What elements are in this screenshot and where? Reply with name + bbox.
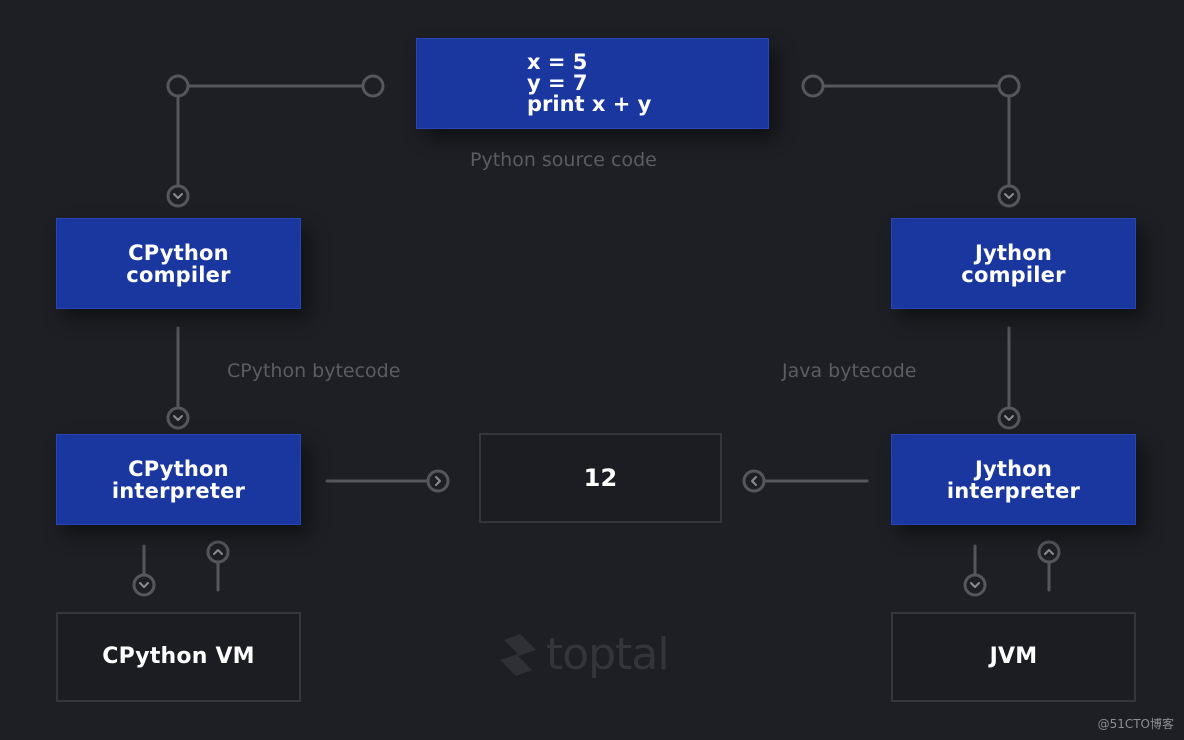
arrow-right-icon <box>426 469 450 493</box>
connector-source-to-jython-compiler <box>811 84 1011 198</box>
arrow-down-icon <box>166 406 190 430</box>
connector-source-to-cpython-compiler <box>176 84 375 198</box>
arrow-up-icon <box>1037 540 1061 564</box>
jython-compiler-box: Jython compiler <box>891 218 1136 309</box>
cpython-vm-box: CPython VM <box>56 612 301 702</box>
node-label: CPython interpreter <box>111 456 246 503</box>
arrow-down-icon <box>997 406 1021 430</box>
jython-interpreter-box: Jython interpreter <box>891 434 1136 525</box>
arrow-left-icon <box>742 469 766 493</box>
python-source-code-box: x = 5 y = 7 print x + y <box>416 38 769 129</box>
caption-python-source-code: Python source code <box>470 149 657 171</box>
watermark: @51CTO博客 <box>1097 717 1174 731</box>
arrow-down-icon <box>963 573 987 597</box>
result-box: 12 <box>479 433 722 523</box>
toptal-logo-icon <box>500 634 536 676</box>
node-label: CPython VM <box>102 644 255 669</box>
node-label: CPython compiler <box>126 240 231 287</box>
source-line: x = 5 <box>527 50 588 74</box>
source-line: print x + y <box>527 92 652 116</box>
wire-joint-dot <box>997 74 1021 98</box>
caption-java-bytecode: Java bytecode <box>782 360 917 382</box>
result-value: 12 <box>583 464 618 492</box>
arrow-down-icon <box>166 184 190 208</box>
caption-cpython-bytecode: CPython bytecode <box>227 360 401 382</box>
brand-name: toptal <box>546 628 670 680</box>
arrow-up-icon <box>206 540 230 564</box>
arrow-down-icon <box>132 573 156 597</box>
wire-joint-dot <box>361 74 385 98</box>
wire-joint-dot <box>166 74 190 98</box>
jvm-box: JVM <box>891 612 1136 702</box>
source-code-block: x = 5 y = 7 print x + y <box>527 52 651 115</box>
node-label: JVM <box>989 644 1038 669</box>
arrow-down-icon <box>997 184 1021 208</box>
toptal-brand: toptal <box>496 626 670 682</box>
cpython-compiler-box: CPython compiler <box>56 218 301 309</box>
node-label: Jython compiler <box>961 240 1066 287</box>
node-label: Jython interpreter <box>946 456 1081 503</box>
cpython-interpreter-box: CPython interpreter <box>56 434 301 525</box>
source-line: y = 7 <box>527 71 588 95</box>
wire-joint-dot <box>801 74 825 98</box>
